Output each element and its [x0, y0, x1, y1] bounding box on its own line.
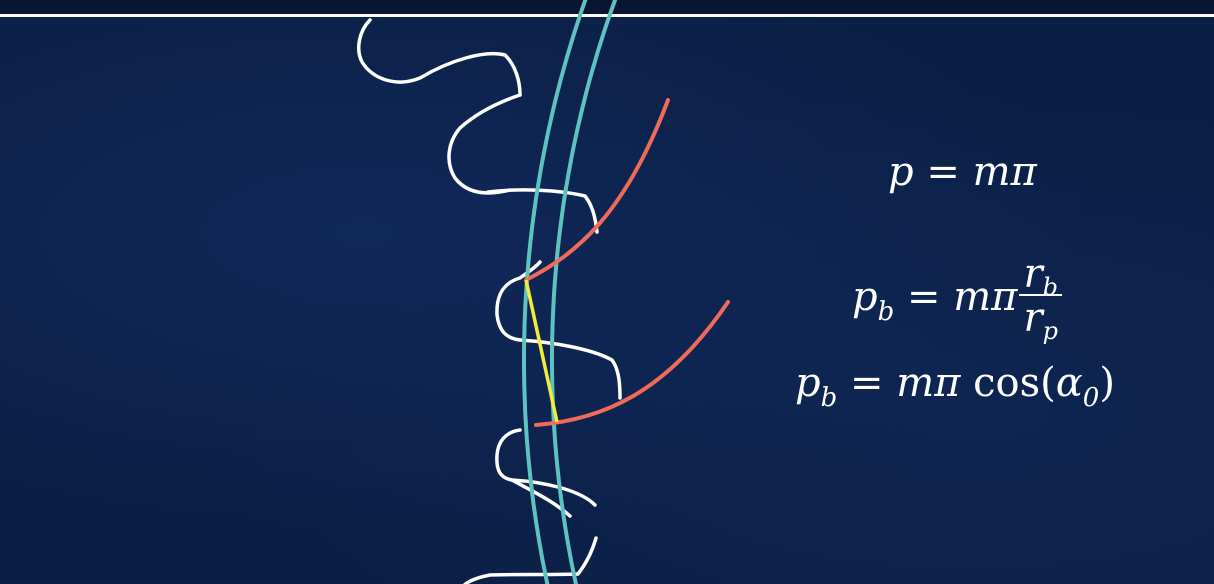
involute-curve-upper: [524, 98, 670, 282]
eq2-den-subscript: p: [1042, 317, 1058, 345]
eq2-num-var: r: [1023, 251, 1043, 297]
base-pitch-segment: [524, 279, 559, 423]
eq3-equals: =: [849, 360, 884, 406]
pitch-circle-inner: [550, 0, 618, 584]
eq2-den-var: r: [1023, 295, 1043, 341]
eq2-fraction-numerator: rb: [1019, 251, 1062, 299]
top-border-bar: [0, 0, 1214, 17]
eq2-fraction-denominator: rp: [1019, 294, 1062, 343]
eq3-lhs: p: [795, 360, 821, 406]
eq3-close-paren: ): [1099, 360, 1115, 406]
eq2-equals: =: [906, 274, 941, 320]
gear-tooth-segment: [462, 536, 598, 584]
eq2-num-subscript: b: [1042, 273, 1058, 301]
eq3-cos-function: cos(: [973, 360, 1056, 406]
gear-teeth-outline: [357, 18, 622, 584]
eq1-lhs: p: [888, 149, 914, 195]
eq2-lhs: p: [852, 274, 878, 320]
gear-tooth-segment: [518, 338, 622, 400]
eq3-arg-subscript: 0: [1082, 383, 1100, 413]
eq2-lhs-subscript: b: [877, 297, 895, 327]
eq1-rhs: mπ: [972, 149, 1037, 195]
pitch-circle-outer: [522, 0, 588, 584]
gear-tooth-segment: [447, 93, 522, 195]
eq3-arg: α: [1055, 360, 1083, 406]
involute-curve-lower: [534, 300, 730, 427]
eq1-equals: =: [926, 149, 960, 195]
gear-tooth-segment: [495, 260, 542, 342]
gear-tooth-segment: [486, 188, 599, 234]
equation-base-pitch-cos: pb = mπ cos(α0): [795, 360, 1115, 411]
eq3-rhs: mπ: [896, 360, 961, 406]
gear-tooth-segment: [495, 428, 597, 507]
eq2-rhs: mπ: [953, 274, 1018, 320]
gear-tooth-segment: [357, 18, 522, 97]
equation-circular-pitch: p = mπ: [888, 152, 1037, 192]
eq3-lhs-subscript: b: [820, 383, 838, 413]
